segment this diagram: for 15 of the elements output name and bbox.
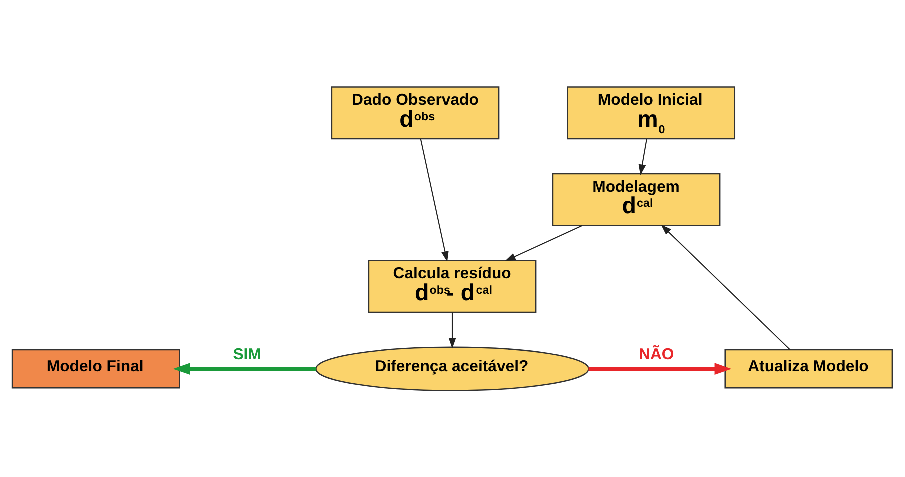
node-box: Atualiza Modelo — [724, 348, 894, 388]
arrow — [661, 224, 791, 350]
node-box: Modelagem d$^{cal}$ — [552, 172, 721, 226]
node-ellipse: Diferença aceitável? — [316, 346, 590, 391]
arrow — [173, 362, 316, 375]
arrow — [638, 138, 648, 175]
arrow — [420, 138, 449, 262]
node-box: Modelo Final — [12, 348, 180, 388]
node-box: Modelo Inicial m$_{0}$ — [567, 86, 736, 140]
edge-label: NÃO — [639, 346, 674, 364]
arrow — [505, 224, 583, 261]
node-box: Dado Observado d$^{obs}$ — [331, 86, 500, 140]
arrow — [448, 312, 456, 348]
arrow — [588, 362, 732, 375]
edge-label: SIM — [233, 346, 262, 364]
